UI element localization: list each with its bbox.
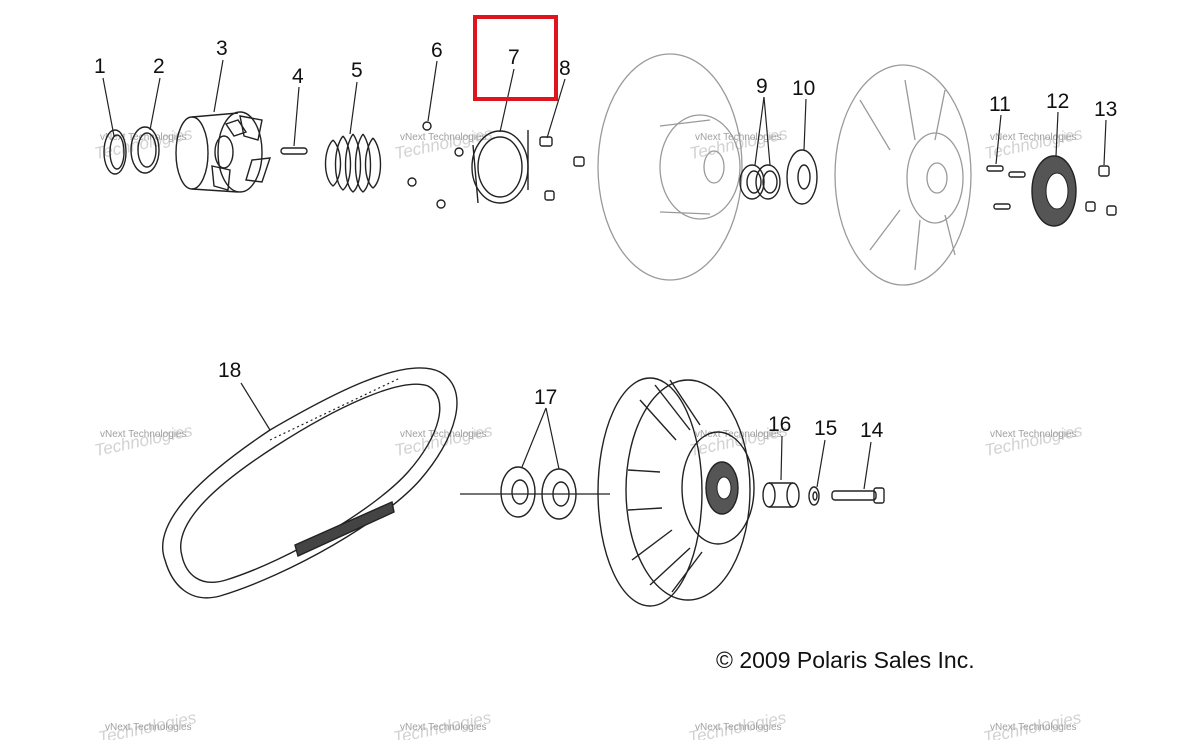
part-13-nuts[interactable]: [1085, 165, 1117, 216]
part-11-bolts[interactable]: [986, 165, 1026, 210]
watermark: Technologies vNext Technologies: [93, 421, 195, 460]
watermark: Technologies vNext Technologies: [687, 708, 789, 740]
callout-16[interactable]: 16: [768, 413, 791, 436]
svg-text:vNext Technologies: vNext Technologies: [990, 132, 1077, 143]
callout-14[interactable]: 14: [860, 419, 884, 442]
svg-text:vNext Technologies: vNext Technologies: [990, 429, 1077, 440]
leader-lines: [102, 59, 1107, 490]
svg-text:vNext Technologies: vNext Technologies: [400, 429, 487, 440]
part-14-bolt[interactable]: [831, 487, 885, 504]
watermark: Technologies vNext Technologies: [393, 421, 495, 460]
callout-3[interactable]: 3: [216, 37, 228, 60]
svg-text:vNext Technologies: vNext Technologies: [105, 722, 192, 733]
callout-2[interactable]: 2: [153, 55, 165, 78]
part-3-spider-cam[interactable]: [175, 111, 272, 193]
movable-sheave[interactable]: [597, 53, 743, 281]
part-2-washer[interactable]: [130, 126, 160, 174]
callout-9[interactable]: 9: [756, 75, 768, 98]
svg-text:vNext Technologies: vNext Technologies: [695, 722, 782, 733]
part-8-screws[interactable]: [539, 136, 585, 201]
callout-11[interactable]: 11: [989, 93, 1011, 116]
callout-15[interactable]: 15: [814, 417, 837, 440]
stationary-sheave[interactable]: [834, 64, 972, 286]
part-7-bushing[interactable]: [471, 130, 529, 204]
watermark: Technologies vNext Technologies: [97, 708, 199, 740]
callout-4[interactable]: 4: [292, 65, 304, 88]
watermark: Technologies vNext Technologies: [392, 708, 494, 740]
callout-7[interactable]: 7: [508, 46, 520, 69]
part-9-washers[interactable]: [739, 164, 781, 200]
highlight-box: [473, 15, 558, 101]
svg-text:vNext Technologies: vNext Technologies: [100, 132, 187, 143]
callout-6[interactable]: 6: [431, 39, 443, 62]
callout-5[interactable]: 5: [351, 59, 363, 82]
callout-13[interactable]: 13: [1094, 98, 1117, 121]
callout-12[interactable]: 12: [1046, 90, 1069, 113]
svg-text:vNext Technologies: vNext Technologies: [400, 722, 487, 733]
part-16-spacer[interactable]: [762, 482, 800, 508]
part-5-spring[interactable]: [324, 133, 382, 193]
part-1-snap-ring[interactable]: [103, 129, 127, 175]
part-6-screws[interactable]: [407, 121, 464, 209]
part-17-washers[interactable]: [500, 466, 577, 520]
svg-text:vNext Technologies: vNext Technologies: [100, 429, 187, 440]
watermark: Technologies vNext Technologies: [982, 708, 1084, 740]
watermark: Technologies vNext Technologies: [983, 421, 1085, 460]
part-10-washer[interactable]: [786, 149, 818, 205]
callout-8[interactable]: 8: [559, 57, 571, 80]
driven-clutch-assembly[interactable]: [597, 377, 755, 607]
part-18-drive-belt[interactable]: [162, 367, 458, 599]
svg-text:Technologies: Technologies: [393, 421, 495, 460]
callout-labels: 1 2 3 4 5 6 7 8 9 10 11 12 13 14 15 16 1…: [94, 15, 1117, 442]
part-4-pin[interactable]: [280, 147, 308, 155]
svg-text:vNext Technologies: vNext Technologies: [695, 132, 782, 143]
svg-text:vNext Technologies: vNext Technologies: [695, 429, 782, 440]
copyright-notice: © 2009 Polaris Sales Inc.: [716, 647, 975, 673]
part-12-cover[interactable]: [1031, 155, 1077, 227]
svg-text:Technologies: Technologies: [983, 421, 1085, 460]
callout-1[interactable]: 1: [94, 55, 106, 78]
svg-text:vNext Technologies: vNext Technologies: [400, 132, 487, 143]
svg-text:Technologies: Technologies: [93, 421, 195, 460]
callout-18[interactable]: 18: [218, 359, 241, 382]
callout-17[interactable]: 17: [534, 386, 557, 409]
callout-10[interactable]: 10: [792, 77, 815, 100]
part-15-washer[interactable]: [808, 486, 820, 506]
svg-text:vNext Technologies: vNext Technologies: [990, 722, 1077, 733]
